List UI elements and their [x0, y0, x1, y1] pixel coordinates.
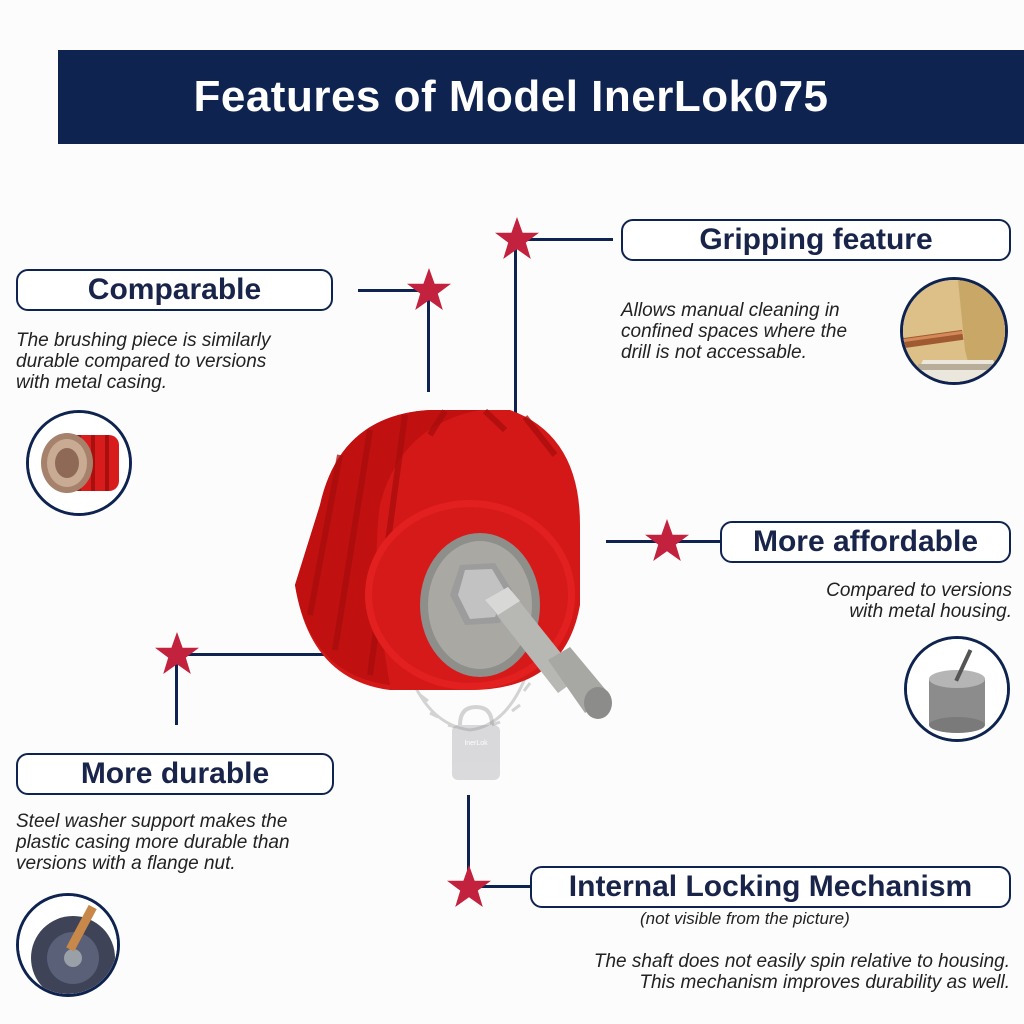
affordable-label: More affordable	[720, 521, 1011, 563]
affordable-photo	[904, 636, 1010, 742]
description-line: This mechanism improves durability as we…	[639, 972, 1010, 993]
description-line: with metal casing.	[16, 372, 168, 393]
affordable-text: More affordable	[752, 525, 979, 558]
durable-text: More durable	[80, 757, 270, 790]
comparable-text: Comparable	[87, 273, 262, 306]
connector-line	[358, 289, 430, 292]
description-line: Compared to versions	[826, 580, 1012, 601]
padlock-text: InerLok	[464, 740, 488, 747]
description-line: The shaft does not easily spin relative …	[593, 951, 1010, 972]
gripping-photo	[900, 277, 1008, 385]
star-icon	[407, 268, 451, 310]
star-icon	[155, 632, 199, 674]
locking-mechanism-description: The shaft does not easily spin relative …	[520, 951, 1010, 993]
affordable-description: Compared to versions with metal housing.	[790, 580, 1012, 622]
description-line: The brushing piece is similarly	[16, 330, 271, 351]
comparable-label: Comparable	[16, 269, 333, 311]
title-banner: Features of Model InerLok075	[58, 50, 1024, 144]
gripping-feature-description: Allows manual cleaning in confined space…	[621, 300, 847, 363]
description-line: Steel washer support makes the	[16, 811, 288, 832]
page-title: Features of Model InerLok075	[193, 72, 829, 121]
connector-line	[468, 885, 530, 888]
star-icon	[495, 217, 539, 259]
durable-photo	[16, 893, 120, 997]
description-line: with metal housing.	[849, 601, 1012, 622]
star-icon	[447, 865, 491, 907]
connector-line	[467, 795, 470, 887]
connector-line	[517, 238, 613, 241]
locking-mechanism-label: Internal Locking Mechanism	[530, 866, 1011, 908]
gripping-feature-text: Gripping feature	[699, 223, 933, 256]
locking-mechanism-sublabel: (not visible from the picture)	[640, 909, 850, 928]
connector-line	[177, 653, 339, 656]
description-line: versions with a flange nut.	[16, 853, 236, 874]
description-line: plastic casing more durable than	[16, 832, 290, 853]
connector-line	[175, 653, 178, 725]
durable-description: Steel washer support makes the plastic c…	[16, 811, 290, 874]
description-line: durable compared to versions	[16, 351, 267, 372]
description-line: Allows manual cleaning in	[621, 300, 840, 321]
gripping-feature-label: Gripping feature	[621, 219, 1011, 261]
connector-line	[427, 290, 430, 392]
durable-label: More durable	[16, 753, 334, 795]
locking-mechanism-text: Internal Locking Mechanism	[568, 870, 973, 903]
connector-line	[514, 240, 517, 438]
description-line: drill is not accessable.	[621, 342, 807, 363]
product-brush-image: InerLok	[295, 408, 612, 780]
comparable-description: The brushing piece is similarly durable …	[16, 330, 271, 393]
comparable-photo	[26, 410, 132, 516]
description-line: confined spaces where the	[621, 321, 848, 342]
star-icon	[645, 519, 689, 561]
